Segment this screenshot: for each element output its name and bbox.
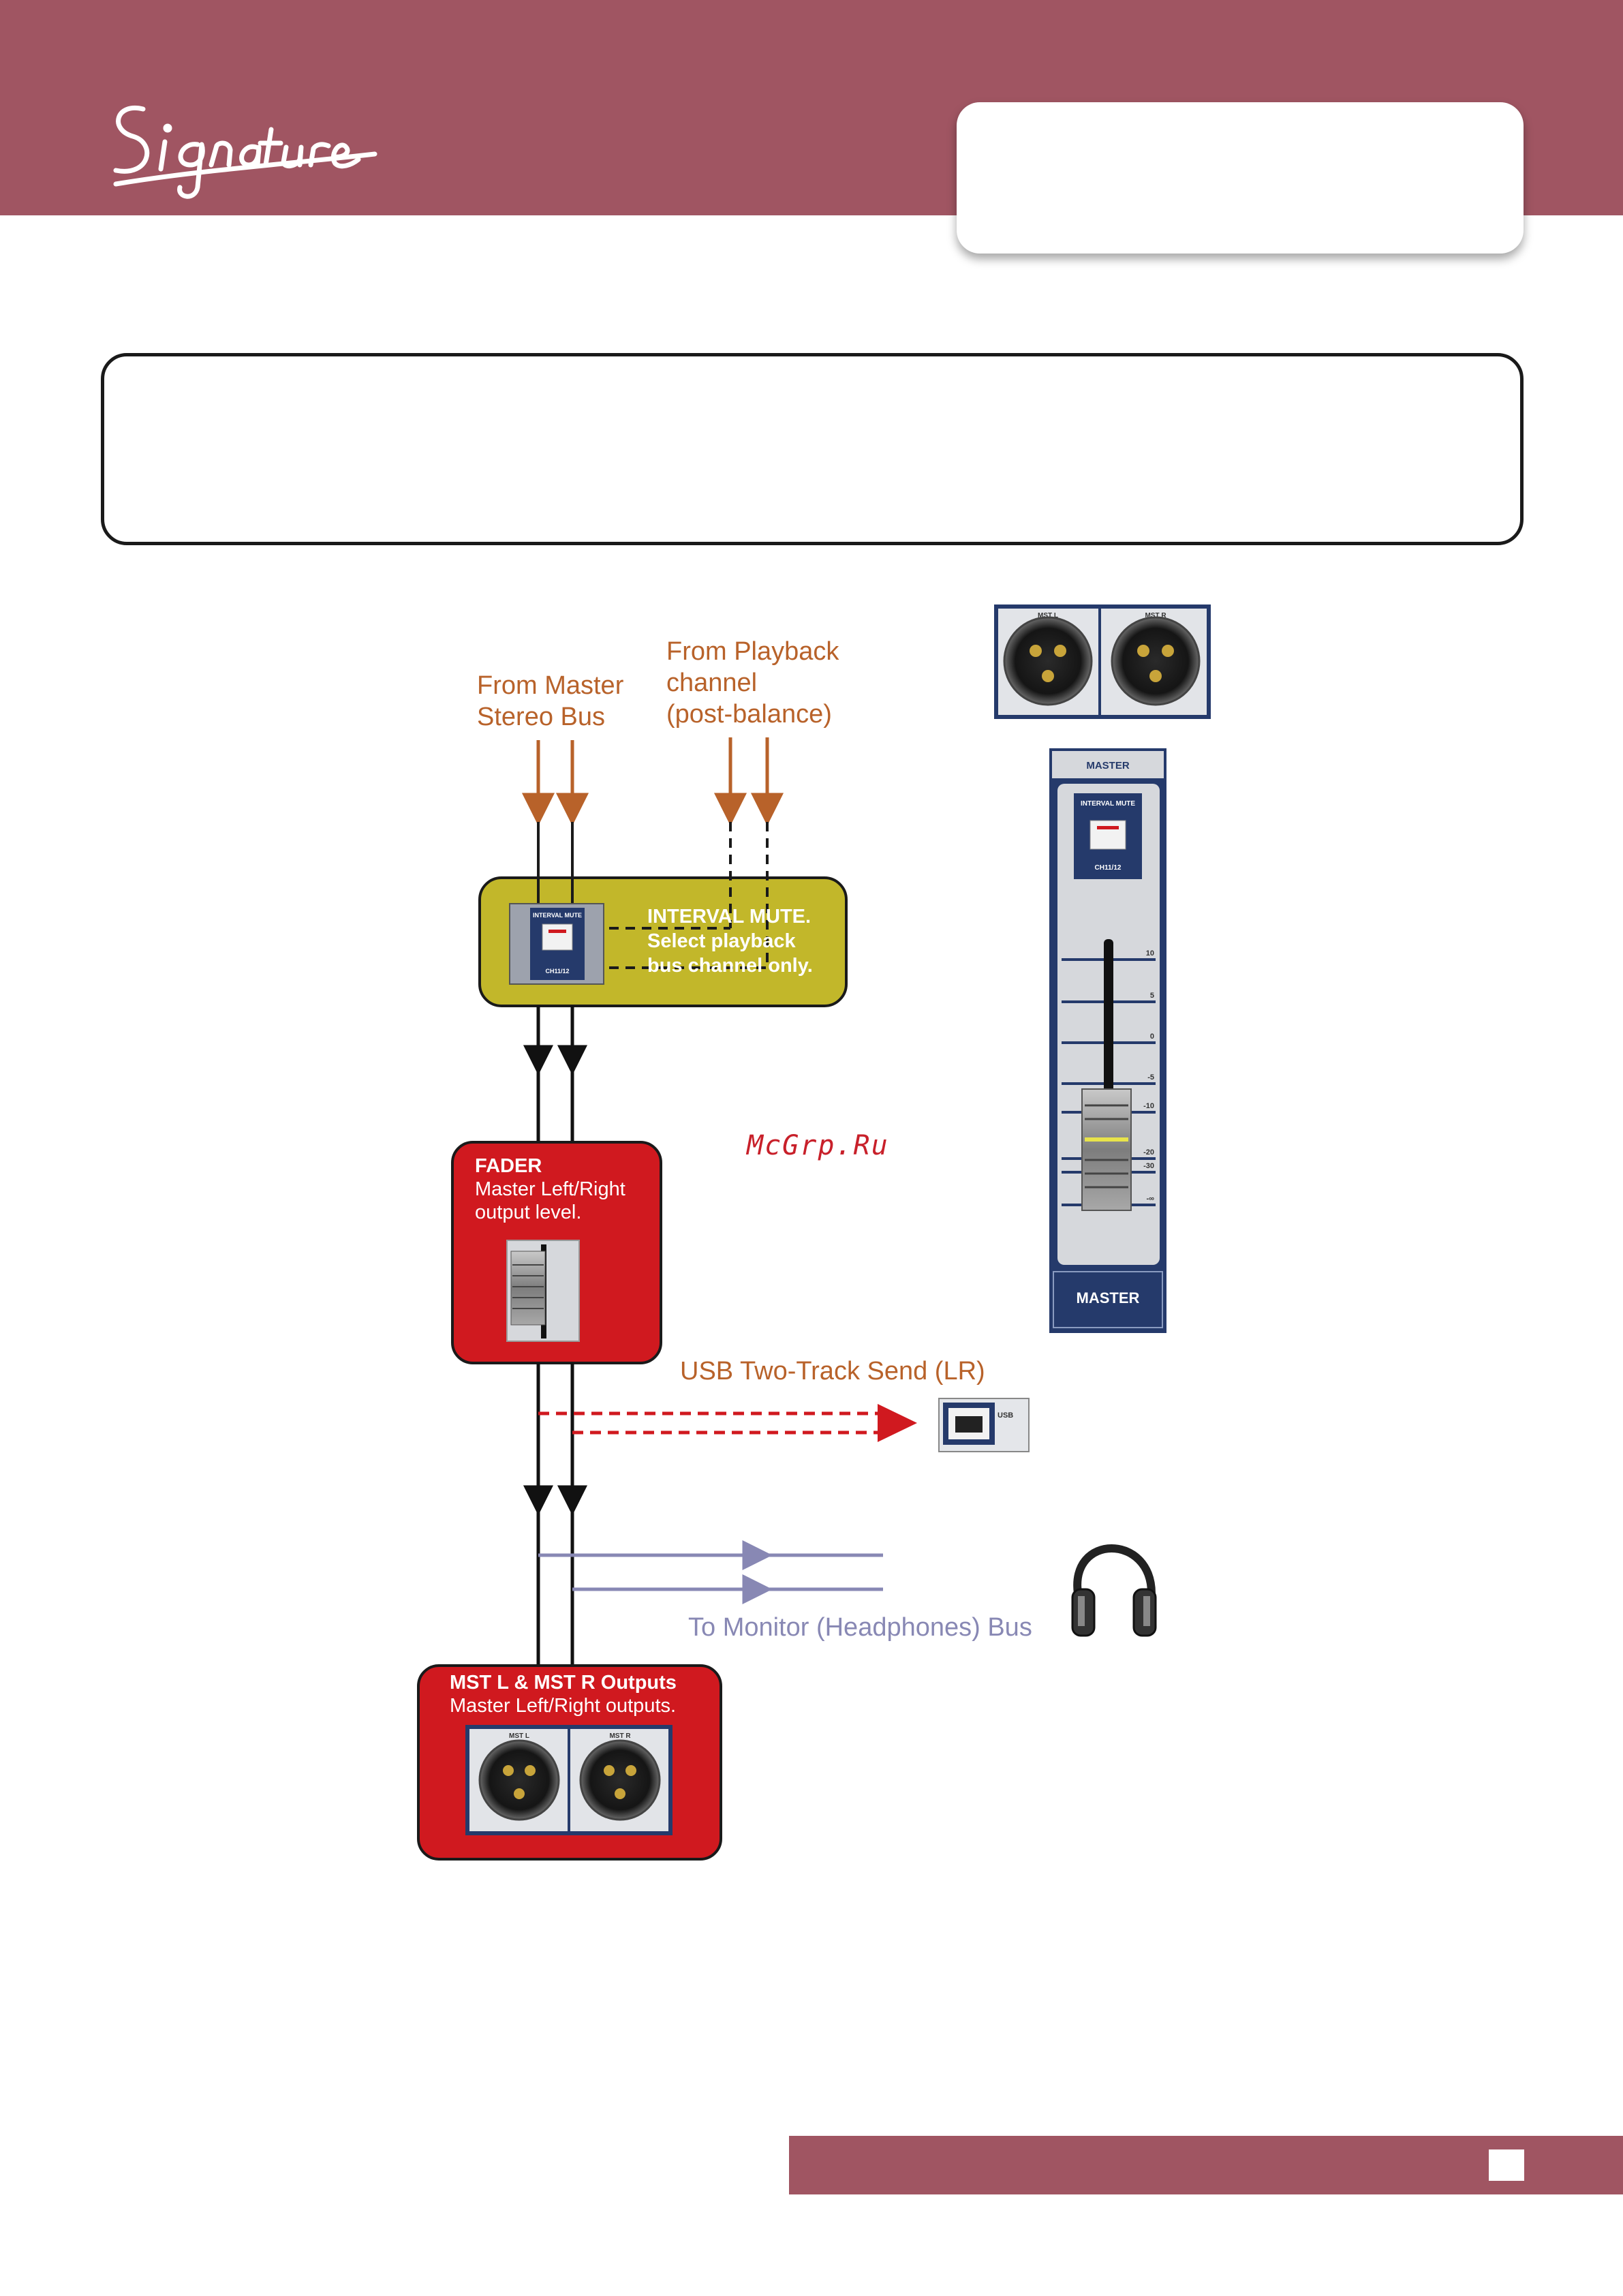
outputs-box: MST L & MST R Outputs Master Left/Right … xyxy=(417,1664,722,1861)
fader-line-2: output level. xyxy=(475,1201,581,1223)
svg-text:MST R: MST R xyxy=(1145,612,1166,619)
footer-band xyxy=(789,2136,1623,2194)
signature-logo xyxy=(113,105,377,199)
scale-label: -5 xyxy=(1147,1073,1154,1082)
usb-send-path: USB Two-Track Send (LR) USB xyxy=(538,1357,1030,1452)
xlr-outputs-photo: MST L MST R xyxy=(994,604,1211,719)
svg-text:CH11/12: CH11/12 xyxy=(1095,864,1122,872)
fader-line-1: Master Left/Right xyxy=(475,1178,625,1200)
interval-mute-title: INTERVAL MUTE. xyxy=(647,906,811,928)
watermark: McGrp.Ru xyxy=(747,1130,889,1161)
scale-label: 0 xyxy=(1150,1032,1154,1041)
strip-top-label: MASTER xyxy=(1086,760,1130,771)
fader-output-lines xyxy=(523,1363,588,1666)
section-title-box xyxy=(101,353,1524,545)
scale-label: -20 xyxy=(1143,1148,1154,1157)
scale-label: -∞ xyxy=(1146,1195,1154,1203)
fader-box: FADER Master Left/Right output level. xyxy=(451,1141,662,1364)
from-master-line-2: Stereo Bus xyxy=(477,703,605,731)
scale-label: 10 xyxy=(1146,949,1154,958)
svg-text:INTERVAL MUTE: INTERVAL MUTE xyxy=(533,912,582,919)
monitor-path xyxy=(538,1540,883,1605)
from-master-label: From Master Stereo Bus xyxy=(477,671,624,731)
outputs-line-1: Master Left/Right outputs. xyxy=(450,1695,676,1717)
page-number-box xyxy=(1489,2149,1524,2181)
svg-text:INTERVAL MUTE: INTERVAL MUTE xyxy=(1081,800,1135,808)
from-playback-label: From Playback channel (post-balance) xyxy=(666,637,839,729)
header-section-box xyxy=(957,102,1524,254)
interval-mute-line-2: bus channel only. xyxy=(647,955,813,977)
fader-thumbnail xyxy=(506,1240,580,1342)
svg-text:MST R: MST R xyxy=(609,1732,631,1740)
input-arrows xyxy=(521,737,784,826)
scale-label: -10 xyxy=(1143,1102,1154,1110)
from-playback-line-1: From Playback xyxy=(666,637,839,666)
headphones-icon xyxy=(1071,1544,1157,1637)
fader-title: FADER xyxy=(475,1155,542,1177)
monitor-label: To Monitor (Headphones) Bus xyxy=(688,1613,1032,1642)
signal-lines xyxy=(523,1006,588,1142)
svg-text:MST L: MST L xyxy=(1038,612,1058,619)
outputs-title: MST L & MST R Outputs xyxy=(450,1672,677,1694)
from-master-line-1: From Master xyxy=(477,671,624,700)
usb-port-icon: USB xyxy=(938,1398,1030,1452)
interval-mute-line-1: Select playback xyxy=(647,930,796,952)
master-channel-strip: MASTER INTERVAL MUTE CH11/12 10 5 0 -5 -10 -2… xyxy=(1049,748,1166,1333)
svg-text:USB: USB xyxy=(998,1411,1013,1420)
from-playback-line-3: (post-balance) xyxy=(666,700,832,729)
outputs-xlr-panel: MST L MST R xyxy=(465,1725,673,1835)
svg-text:MST L: MST L xyxy=(509,1732,529,1740)
from-playback-line-2: channel xyxy=(666,669,757,697)
scale-label: 5 xyxy=(1150,992,1154,1000)
strip-bottom-label: MASTER xyxy=(1077,1289,1140,1306)
usb-send-label: USB Two-Track Send (LR) xyxy=(680,1357,985,1386)
svg-text:CH11/12: CH11/12 xyxy=(545,968,569,975)
scale-label: -30 xyxy=(1143,1162,1154,1170)
interval-mute-button-panel: INTERVAL MUTE CH11/12 xyxy=(509,903,604,985)
interval-mute-box: INTERVAL MUTE CH11/12 INTERVAL MUTE. Sel… xyxy=(478,822,848,1007)
